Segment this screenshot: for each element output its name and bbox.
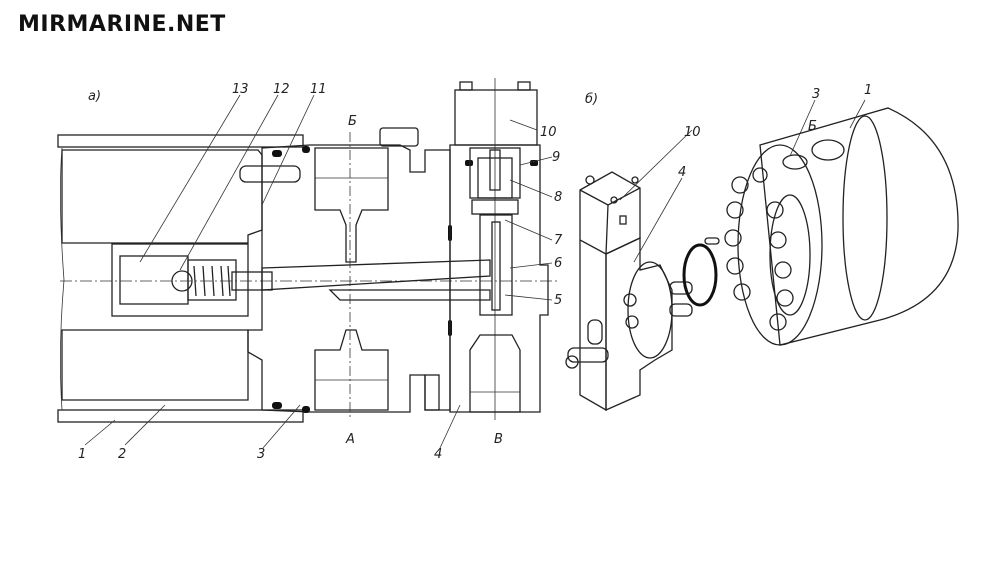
view-a-title: а) [88,89,101,104]
spool-bore [479,214,513,316]
site-watermark: MIRMARINE.NET [18,12,226,37]
outer-tube-bottom [57,409,304,423]
check-valve-housing [111,243,249,317]
callout-12: 12 [273,82,290,97]
callout-b-3: 3 [812,87,820,102]
solenoid [454,89,538,146]
distributor-body [247,144,451,413]
isometric-view-b [565,107,959,412]
port-label-v: В [494,432,503,447]
callout-b-1: 1 [864,83,872,98]
port-label-a: А [345,432,355,447]
inner-body-top [61,149,263,244]
section-view-a [57,78,560,423]
callout-5: 5 [554,293,562,308]
port-b-cavity [314,147,389,263]
outer-tube-top [57,134,304,148]
callout-4: 4 [434,447,442,462]
callout-labels: а) 13 12 11 Б 10 9 8 7 6 5 1 2 3 А 4 В б… [78,82,872,462]
inner-body-bottom [61,329,249,401]
callout-2: 2 [118,447,126,462]
valve-block [449,144,549,413]
view-b-title: б) [585,92,598,107]
port-v-cavity [469,334,521,413]
o-ring-seals [272,146,538,413]
callout-3: 3 [257,447,265,462]
port-label-b-iso: Б [808,119,817,134]
o-ring-iso [682,243,718,307]
port-label-b-top: Б [348,114,357,129]
spool [491,221,501,311]
pilot-valve [477,157,513,199]
callout-b-10: 10 [684,125,701,140]
valve-unit-iso [565,171,693,412]
callout-9: 9 [552,150,560,165]
callout-1: 1 [78,447,86,462]
callout-8: 8 [554,190,562,205]
callout-6: 6 [554,256,562,271]
dowel-pin [239,165,301,183]
pin-iso [704,237,720,245]
callout-7: 7 [554,233,563,248]
callout-13: 13 [232,82,249,97]
callout-b-4: 4 [678,165,686,180]
leader-lines [84,94,866,449]
bolt-circle-iso [724,167,794,331]
callout-11: 11 [310,82,327,97]
distributor-housing-iso [724,107,959,346]
port-a-cavity [314,329,389,411]
callout-10: 10 [540,125,557,140]
